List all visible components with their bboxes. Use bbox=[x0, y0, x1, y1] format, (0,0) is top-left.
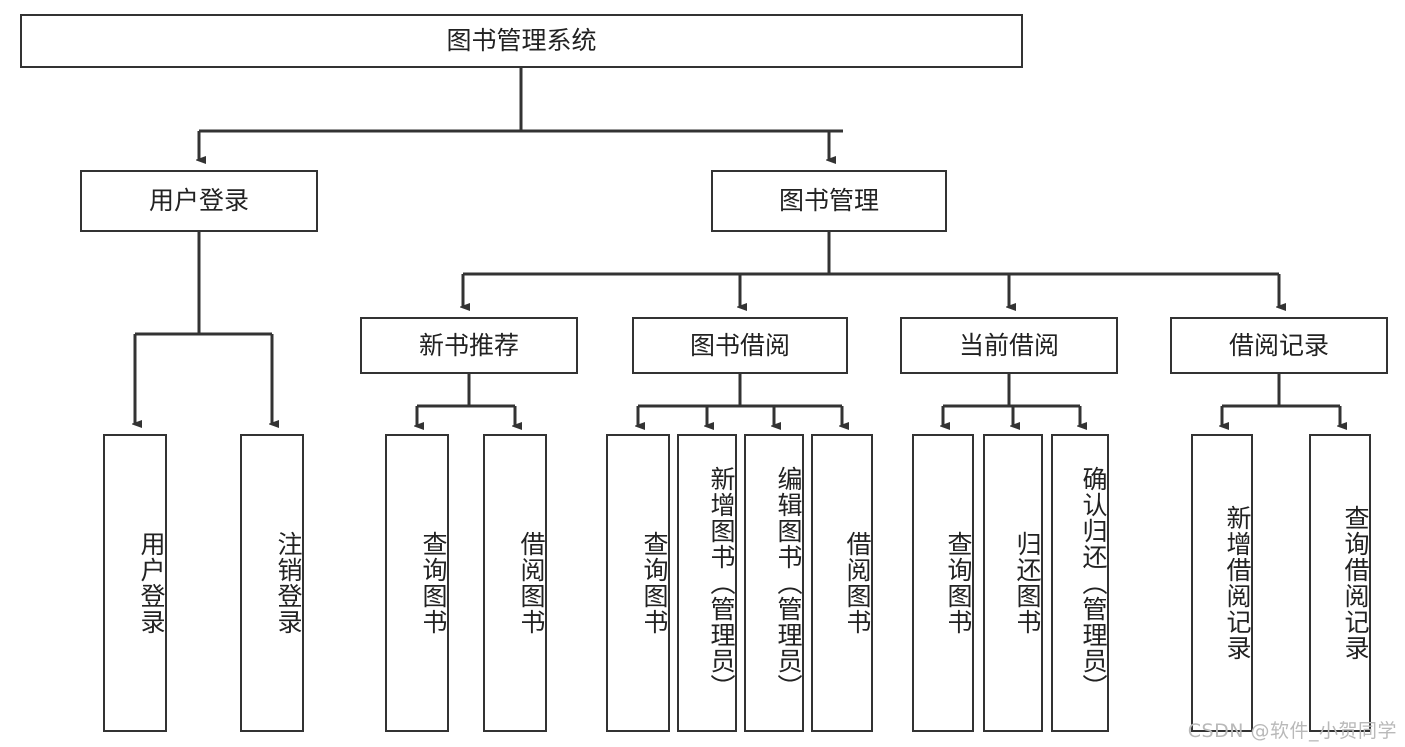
node-leaf-query-record-label: 查询借阅记录 bbox=[1341, 505, 1370, 661]
node-current-borrow-label: 当前借阅 bbox=[958, 330, 1059, 360]
node-new-book-rec-label: 新书推荐 bbox=[418, 330, 519, 360]
node-user-login[interactable]: 用户登录 bbox=[80, 170, 318, 232]
node-root[interactable]: 图书管理系统 bbox=[20, 14, 1023, 68]
node-leaf-query-book-3[interactable]: 查询图书 bbox=[912, 434, 974, 732]
node-book-borrow[interactable]: 图书借阅 bbox=[632, 317, 848, 374]
node-leaf-query-book-1-label: 查询图书 bbox=[419, 531, 448, 635]
node-borrow-record-label: 借阅记录 bbox=[1228, 330, 1329, 360]
node-new-book-rec[interactable]: 新书推荐 bbox=[360, 317, 578, 374]
node-current-borrow[interactable]: 当前借阅 bbox=[900, 317, 1118, 374]
node-leaf-user-login-label: 用户登录 bbox=[137, 531, 166, 635]
node-leaf-logout[interactable]: 注销登录 bbox=[240, 434, 304, 732]
node-leaf-borrow-book-2-label: 借阅图书 bbox=[843, 531, 872, 635]
node-leaf-query-record[interactable]: 查询借阅记录 bbox=[1309, 434, 1371, 732]
node-leaf-return-book-label: 归还图书 bbox=[1013, 531, 1042, 635]
node-leaf-return-book[interactable]: 归还图书 bbox=[983, 434, 1043, 732]
node-leaf-query-book-2[interactable]: 查询图书 bbox=[606, 434, 670, 732]
node-leaf-query-book-2-label: 查询图书 bbox=[640, 531, 669, 635]
node-leaf-add-record-label: 新增借阅记录 bbox=[1223, 505, 1252, 661]
watermark: CSDN @软件_小贺同学 bbox=[1187, 720, 1397, 742]
node-leaf-query-book-1[interactable]: 查询图书 bbox=[385, 434, 449, 732]
node-leaf-edit-book[interactable]: 编辑图书（管理员） bbox=[744, 434, 804, 732]
node-book-manage-label: 图书管理 bbox=[778, 186, 879, 215]
node-leaf-logout-label: 注销登录 bbox=[274, 531, 303, 635]
node-leaf-borrow-book-2[interactable]: 借阅图书 bbox=[811, 434, 873, 732]
node-borrow-record[interactable]: 借阅记录 bbox=[1170, 317, 1388, 374]
node-leaf-user-login[interactable]: 用户登录 bbox=[103, 434, 167, 732]
node-book-borrow-label: 图书借阅 bbox=[689, 330, 790, 360]
node-root-label: 图书管理系统 bbox=[446, 26, 597, 55]
node-leaf-add-record[interactable]: 新增借阅记录 bbox=[1191, 434, 1253, 732]
node-leaf-add-book-label: 新增图书（管理员） bbox=[707, 466, 736, 700]
node-book-manage[interactable]: 图书管理 bbox=[711, 170, 947, 232]
node-leaf-edit-book-label: 编辑图书（管理员） bbox=[774, 466, 803, 700]
node-leaf-borrow-book-1[interactable]: 借阅图书 bbox=[483, 434, 547, 732]
node-leaf-add-book[interactable]: 新增图书（管理员） bbox=[677, 434, 737, 732]
node-leaf-confirm-return-label: 确认归还（管理员） bbox=[1079, 466, 1108, 700]
node-leaf-query-book-3-label: 查询图书 bbox=[944, 531, 973, 635]
node-leaf-borrow-book-1-label: 借阅图书 bbox=[517, 531, 546, 635]
node-user-login-label: 用户登录 bbox=[148, 186, 249, 215]
node-leaf-confirm-return[interactable]: 确认归还（管理员） bbox=[1051, 434, 1109, 732]
